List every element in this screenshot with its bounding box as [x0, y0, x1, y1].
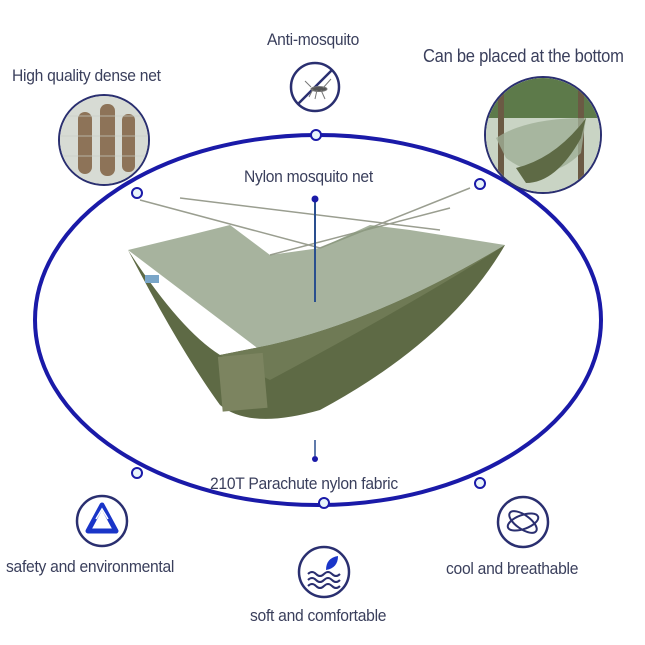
hammock-image: [128, 187, 505, 419]
no-mosquito-icon: [289, 61, 341, 113]
label-nylon-net: Nylon mosquito net: [244, 167, 373, 186]
water-leaf-icon: [297, 545, 351, 599]
label-anti-mosquito: Anti-mosquito: [267, 30, 360, 49]
label-dense-net: High quality dense net: [12, 66, 161, 85]
label-cool: cool and breathable: [446, 559, 579, 578]
label-fabric: 210T Parachute nylon fabric: [210, 474, 398, 493]
label-soft: soft and comfortable: [250, 606, 387, 625]
bottom-photo: [484, 76, 602, 194]
breathable-icon: [496, 495, 550, 549]
dense-net-photo: [58, 94, 150, 186]
label-safety: safety and environmental: [6, 557, 175, 576]
recycle-icon: [75, 494, 129, 548]
label-bottom: Can be placed at the bottom: [423, 46, 624, 66]
